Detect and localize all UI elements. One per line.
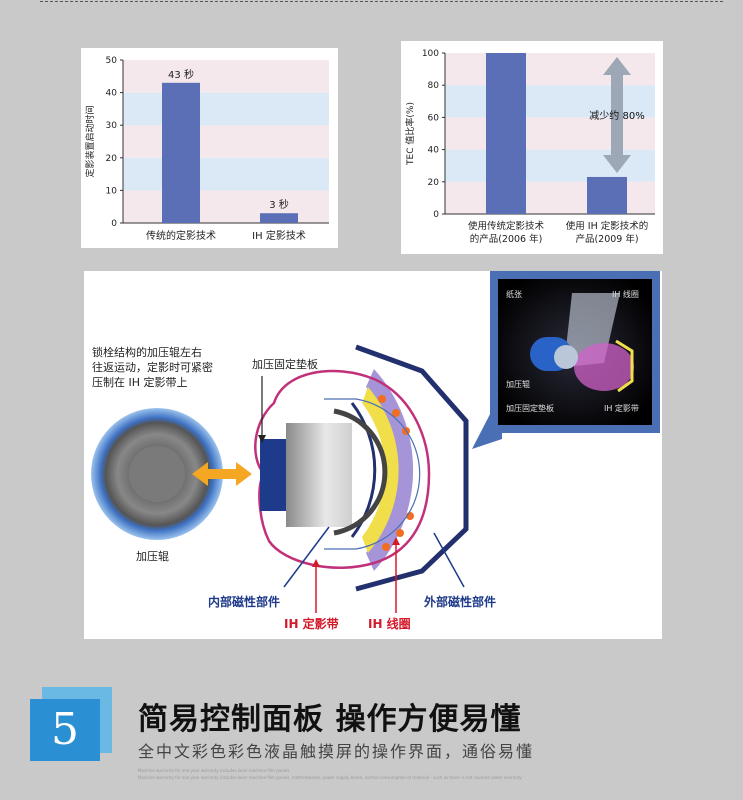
chart2-ytick-label-2: 40 [428, 146, 440, 156]
chart2-ylabel: TEC 值比率(%) [404, 102, 416, 166]
chart2-bar-1 [587, 176, 627, 214]
chart-warmup-time: 0 10 20 30 40 50 定影装置启动时间 43 秒传统的定影技术 3 秒 IH 定影技术 [81, 48, 338, 248]
leader-pad-arrowhead [258, 435, 266, 443]
inset-label-coil: IH 线圈 [612, 290, 639, 299]
chart1-band-0 [123, 190, 329, 223]
chart1-band-4 [123, 60, 329, 93]
label-pressure-roller: 加压辊 [136, 550, 169, 563]
chart1-ytick-label-3: 30 [106, 121, 118, 131]
label-ih-coil: IH 线圈 [368, 617, 411, 631]
chart2-ytick-label-3: 60 [428, 113, 440, 123]
chart1-ylabel: 定影装置启动时间 [84, 105, 96, 177]
label-ih-belt: IH 定影带 [284, 617, 339, 631]
chart2-category-label-0-1: 的产品(2006 年) [470, 233, 543, 245]
fine-print-1: Machine warranty for one year warranty i… [138, 768, 290, 773]
chart2-ytick-label-1: 20 [428, 178, 440, 188]
chart1-band-3 [123, 92, 329, 126]
top-divider [40, 1, 723, 2]
description-line-3: 压制在 IH 定影带上 [92, 376, 188, 389]
chart1-data-label-0: 43 秒 [168, 68, 194, 81]
inner-magnetic-part [333, 408, 388, 536]
chart2-bar-0 [486, 53, 526, 214]
inset-coil [615, 339, 634, 393]
inset-label-belt: IH 定影带 [604, 404, 639, 413]
fine-print-2: Machine warranty for one year warranty i… [138, 775, 522, 780]
chart1-bar-1 [260, 213, 298, 223]
inset-belt [574, 343, 634, 391]
fuser-diagram: 锁栓结构的加压辊左右 往返运动，定影时可紧密 压制在 IH 定影带上 加压固定垫… [84, 271, 662, 639]
chart1-category-label-0: 传统的定影技术 [146, 229, 216, 242]
inner-belt-guide [324, 398, 421, 550]
description-line-2: 往返运动，定影时可紧密 [92, 361, 213, 374]
chart2-ytick-label-0: 0 [433, 210, 439, 220]
feature-title: 简易控制面板 操作方便易懂 [138, 702, 522, 737]
leader-belt-arrowhead [312, 559, 320, 567]
chart1-band-2 [123, 125, 329, 158]
inset-label-paper: 纸张 [506, 290, 522, 299]
fuser-diagram-svg [91, 271, 660, 613]
feature-number: 5 [30, 699, 100, 761]
coil-outer-band [366, 369, 414, 571]
leader-coil-arrowhead [392, 537, 400, 545]
movement-arrow [192, 462, 252, 486]
chart1-ytick-label-2: 20 [106, 154, 118, 164]
feature-subtitle: 全中文彩色彩色液晶触摸屏的操作界面，通俗易懂 [138, 742, 535, 761]
chart1-category-label-1: IH 定影技术 [252, 229, 306, 242]
pad-holder [260, 439, 286, 511]
chart1-ytick-label-1: 10 [106, 186, 118, 196]
feature-section: 5 简易控制面板 操作方便易懂 全中文彩色彩色液晶触摸屏的操作界面，通俗易懂 M… [30, 682, 730, 792]
chart2-band-2 [445, 117, 655, 150]
inset-roller-end [554, 345, 578, 369]
chart1-ytick-label-4: 40 [106, 89, 118, 99]
chart2-annotation: 减少约 80% [589, 109, 644, 122]
diagram-description: 锁栓结构的加压辊左右 往返运动，定影时可紧密 压制在 IH 定影带上 [92, 345, 213, 390]
chart1-bar-0 [162, 82, 200, 223]
label-pressure-pad: 加压固定垫板 [252, 358, 318, 371]
inset-label-roller: 加压辊 [506, 380, 530, 389]
chart2-category-label-1-0: 使用 IH 定影技术的 [566, 220, 649, 232]
leader-outer [433, 532, 465, 588]
chart1-ytick-label-5: 50 [106, 56, 118, 66]
chart2-ytick-label-5: 100 [422, 49, 439, 59]
leader-inner [283, 526, 330, 588]
chart2-category-label-1-1: 产品(2009 年) [575, 233, 638, 245]
chart1-ytick-label-0: 0 [111, 219, 117, 229]
pressure-pad [286, 423, 352, 527]
ih-coil [362, 387, 399, 553]
pressure-roller-core [129, 446, 185, 502]
chart2-category-label-0-0: 使用传统定影技术 [468, 220, 545, 232]
label-inner-magnetic: 内部磁性部件 [208, 595, 281, 609]
description-line-1: 锁栓结构的加压辊左右 [92, 346, 202, 359]
chart1-data-label-1: 3 秒 [269, 198, 289, 211]
label-outer-magnetic: 外部磁性部件 [424, 595, 497, 609]
chart1-band-1 [123, 157, 329, 191]
chart2-reduction-arrow [603, 57, 631, 173]
inset-label-pad: 加压固定垫板 [506, 404, 554, 413]
chart2-ytick-label-4: 80 [428, 81, 440, 91]
outer-magnetic-part [355, 344, 469, 592]
